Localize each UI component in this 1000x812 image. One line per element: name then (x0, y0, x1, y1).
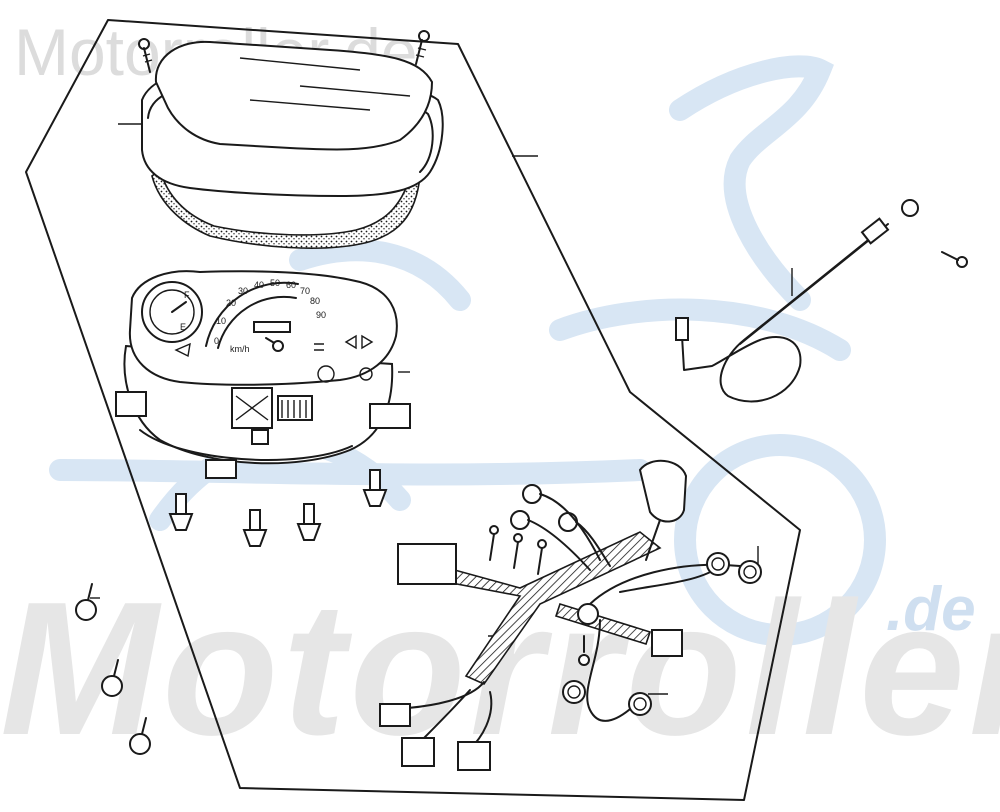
fuel-mark-f: F (184, 290, 190, 300)
screw-left-3 (129, 717, 151, 755)
screw-harness-4 (578, 635, 590, 666)
screw-cable-right (941, 251, 968, 268)
harness-bulb-4 (628, 692, 652, 716)
speed-num-20: 20 (226, 298, 236, 308)
harness-connector-left (397, 543, 457, 585)
screw-harness-2 (513, 533, 523, 569)
harness-connector-top (638, 459, 688, 523)
screw-left-2 (101, 659, 123, 697)
assembly-boundary (25, 19, 801, 801)
meter-lens-cover (141, 40, 444, 249)
speed-num-40: 40 (254, 280, 264, 290)
screw-top-right (415, 30, 430, 65)
speedometer: 0 10 20 30 40 50 60 70 80 90 km/h (205, 278, 326, 354)
speedometer-cable (675, 199, 919, 403)
bulb-socket-4 (362, 469, 388, 507)
speed-num-50: 50 (270, 278, 280, 288)
harness-connector-right (651, 629, 683, 657)
harness-plug-1 (379, 703, 411, 727)
harness-plug-3 (457, 741, 491, 771)
harness-bulb-3 (562, 680, 586, 704)
wiring-harness (379, 459, 741, 771)
speed-num-0: 0 (214, 336, 219, 346)
harness-bulb-2 (738, 560, 762, 584)
speed-num-30: 30 (238, 286, 248, 296)
speed-unit: km/h (230, 344, 250, 354)
bulb-socket-2 (242, 509, 268, 547)
speed-num-60: 60 (286, 280, 296, 290)
bulb-socket-1 (168, 493, 194, 531)
watermark-big: Motorroller (0, 563, 1000, 775)
screw-harness-1 (489, 525, 499, 561)
bulb-socket-3 (296, 503, 322, 541)
watermark-suffix: .de (886, 575, 976, 644)
harness-bulb-1 (706, 552, 730, 576)
speed-num-10: 10 (216, 316, 226, 326)
speed-num-90: 90 (316, 310, 326, 320)
indicator-lamps (174, 334, 374, 383)
screw-left-1 (75, 583, 97, 621)
fuel-mark-e: E (180, 322, 186, 332)
ring-terminals (510, 484, 611, 571)
fuel-gauge: F E (141, 281, 203, 343)
screw-harness-3 (537, 539, 547, 575)
speed-num-80: 80 (310, 296, 320, 306)
speed-num-70: 70 (300, 286, 310, 296)
harness-plug-2 (401, 737, 435, 767)
screw-top-left (138, 38, 153, 73)
